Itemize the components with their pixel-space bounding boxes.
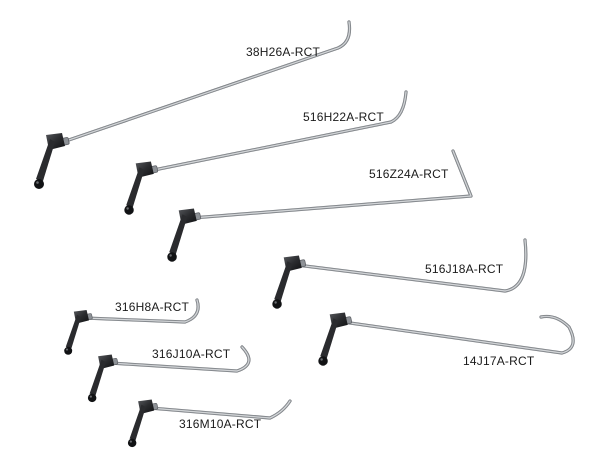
tool-7 bbox=[87, 345, 251, 403]
lever-arm bbox=[65, 314, 81, 349]
tool-4 bbox=[272, 238, 528, 309]
handle bbox=[167, 208, 202, 262]
tool-label-14j17a: 14J17A-RCT bbox=[463, 354, 535, 368]
lever-arm bbox=[320, 318, 339, 359]
rod-highlight bbox=[59, 21, 350, 144]
rod-body bbox=[341, 315, 575, 355]
handle bbox=[34, 133, 70, 189]
rod-highlight bbox=[191, 150, 472, 219]
knob-shine bbox=[126, 207, 129, 210]
rod bbox=[58, 20, 352, 145]
rod-body bbox=[190, 149, 473, 220]
handle bbox=[318, 312, 353, 366]
knob-shine bbox=[65, 348, 69, 351]
rod-body bbox=[58, 20, 351, 145]
tool-label-516h22a: 516H22A-RCT bbox=[303, 110, 384, 124]
tool-label-516z24a: 516Z24A-RCT bbox=[369, 167, 449, 181]
tool-1 bbox=[34, 20, 352, 189]
knob-shine bbox=[129, 440, 132, 443]
tool-2 bbox=[124, 90, 408, 215]
tool-label-316j10a: 316J10A-RCT bbox=[152, 347, 231, 361]
rod-highlight bbox=[342, 316, 574, 354]
knob-shine bbox=[36, 181, 39, 184]
lever-knob bbox=[64, 346, 73, 355]
lever-arm bbox=[169, 214, 188, 255]
rod-highlight bbox=[109, 346, 250, 372]
rod-body bbox=[147, 90, 408, 173]
lever-arm bbox=[129, 404, 146, 441]
knob-shine bbox=[320, 358, 323, 361]
lever-knob bbox=[124, 205, 134, 215]
lever-knob bbox=[87, 393, 97, 403]
knob-shine bbox=[169, 254, 172, 257]
rod-highlight bbox=[296, 239, 527, 292]
tool-6 bbox=[318, 312, 575, 366]
lever-arm bbox=[89, 359, 106, 396]
rod bbox=[147, 90, 408, 173]
rod-highlight bbox=[148, 91, 407, 172]
handle bbox=[272, 255, 307, 309]
tool-label-316m10a: 316M10A-RCT bbox=[179, 417, 262, 431]
tool-8 bbox=[127, 399, 292, 448]
tool-5 bbox=[64, 298, 200, 355]
handle bbox=[124, 161, 159, 215]
knob-shine bbox=[89, 395, 92, 398]
tool-label-316h8a: 316H8A-RCT bbox=[115, 300, 190, 314]
lever-knob bbox=[272, 299, 282, 309]
lever-knob bbox=[127, 438, 137, 448]
lever-knob bbox=[34, 179, 44, 189]
rod bbox=[341, 314, 575, 355]
lever-knob bbox=[318, 356, 328, 366]
rod-highlight bbox=[149, 400, 291, 419]
handle bbox=[64, 310, 93, 355]
lever-arm bbox=[274, 261, 293, 302]
lever-arm bbox=[126, 167, 145, 208]
tool-label-516j18a: 516J18A-RCT bbox=[425, 262, 504, 276]
tool-label-38h26a: 38H26A-RCT bbox=[246, 45, 321, 59]
lever-arm bbox=[36, 139, 55, 181]
tool-3 bbox=[167, 149, 473, 262]
knob-shine bbox=[274, 301, 277, 304]
lever-knob bbox=[167, 252, 177, 262]
handle bbox=[127, 399, 159, 448]
rod-highlight bbox=[84, 299, 199, 323]
handle bbox=[87, 354, 119, 403]
